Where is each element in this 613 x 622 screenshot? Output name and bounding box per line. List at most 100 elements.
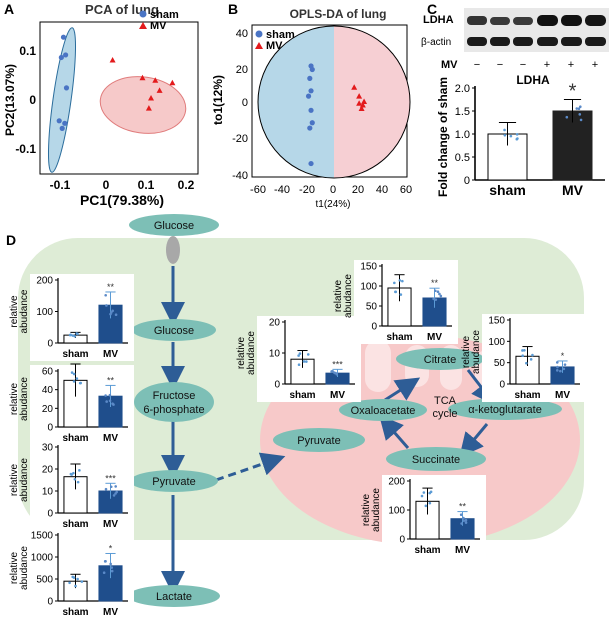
y-tick-label: 20 (269, 318, 281, 329)
data-point (72, 372, 76, 376)
panel-a: A PCA of lung 0.1 0 -0.1 -0.1 0 0.1 0.2 … (3, 1, 199, 208)
panel-b-points (305, 63, 368, 167)
y-tick-label: 1.5 (455, 106, 470, 118)
data-point (104, 487, 108, 491)
data-point (393, 281, 396, 285)
y-tick-label: 0 (464, 175, 470, 187)
y-axis-label: abudance (19, 377, 30, 421)
data-point (104, 559, 107, 563)
data-point (436, 290, 440, 293)
node-glucose-extracellular-label: Glucose (154, 220, 194, 232)
legend-mv-label: MV (150, 20, 167, 32)
sham-point (308, 107, 314, 113)
category-label: sham (386, 332, 412, 343)
y-tick-label: 150 (488, 316, 505, 327)
panel-c-title: LDHA (516, 73, 550, 87)
data-point (556, 365, 559, 369)
data-point (462, 516, 465, 520)
lane-sign: + (544, 59, 550, 71)
data-point (509, 134, 513, 138)
node-fructose-6-phosphate (134, 382, 214, 422)
data-point (515, 133, 519, 136)
panel-a-xtick: 0.2 (178, 178, 195, 192)
blot-label-ldha: LDHA (423, 14, 454, 26)
sham-point (62, 120, 68, 126)
data-point (72, 576, 76, 579)
category-label: MV (427, 332, 442, 343)
data-point (428, 501, 432, 505)
data-point (104, 394, 107, 397)
panel-a-points (56, 34, 176, 131)
panel-a-letter: A (4, 1, 14, 17)
MV-point (109, 57, 116, 63)
data-point (462, 519, 466, 522)
y-tick-label: 1000 (31, 553, 54, 564)
data-point (525, 361, 528, 365)
data-point (394, 290, 398, 294)
sham-point (309, 66, 315, 73)
data-point (70, 473, 73, 476)
MV-point (351, 84, 358, 90)
y-tick-label: 60 (42, 367, 54, 378)
y-tick-label: 30 (42, 443, 54, 454)
node-a-ketoglutarate-label: α-ketoglutarate (468, 404, 542, 416)
sham-point (59, 125, 65, 131)
significance-marker: ** (107, 375, 115, 385)
node-succinate-label: Succinate (412, 454, 460, 466)
tca-label-line2: cycle (432, 408, 457, 420)
MV-point (148, 95, 155, 101)
data-point (114, 485, 117, 488)
panel-b-ylabel: to1(12%) (211, 75, 225, 125)
data-point (111, 402, 114, 405)
category-label: sham (414, 545, 440, 556)
node-citrate-label: Citrate (424, 354, 456, 366)
node-citrate (396, 348, 484, 370)
data-point (459, 513, 463, 517)
node-pyruvate-cytosol (130, 470, 218, 492)
y-axis-label: abudance (471, 330, 482, 374)
legend-mv-label: MV (266, 40, 283, 52)
panel-a-frame (39, 21, 199, 175)
glucose-transporter (166, 236, 180, 264)
sham-point (307, 125, 313, 131)
y-tick-label: 500 (36, 575, 53, 586)
data-point (72, 471, 75, 475)
node-pyruvate-cytosol-label: Pyruvate (152, 476, 195, 488)
data-point (330, 370, 333, 373)
y-tick-label: 10 (269, 349, 281, 360)
category-label: sham (514, 390, 540, 401)
data-point (114, 313, 118, 317)
panel-b-ytick: -40 (232, 170, 248, 182)
panel-b-xtick: -40 (274, 184, 290, 196)
panel-c-letter: C (427, 1, 437, 17)
node-lactate-label: Lactate (156, 591, 192, 603)
data-point (108, 393, 112, 397)
category-label: sham (289, 390, 315, 401)
panel-a-xlabel: PC1(79.38%) (80, 192, 164, 208)
arrow-succinate-oxaloacetate (379, 414, 410, 449)
legend-sham-marker (139, 10, 147, 18)
data-point (579, 118, 583, 122)
arrow-pyruvate-mitochondria (215, 452, 286, 482)
category-label: MV (330, 390, 345, 401)
data-point (529, 358, 533, 361)
category-label: sham (489, 182, 526, 198)
data-point (298, 352, 302, 355)
data-point (71, 334, 75, 337)
panel-d-letter: D (6, 232, 16, 248)
data-point (105, 304, 108, 307)
node-glucose (132, 319, 216, 341)
significance-marker: * (109, 543, 113, 553)
panel-a-ytick: 0.1 (19, 44, 36, 58)
data-point (422, 491, 426, 494)
mv-confidence-ellipse (99, 76, 187, 134)
MV-point (356, 100, 363, 106)
panel-b-ytick: 0 (242, 97, 248, 109)
node-succinate (386, 447, 486, 471)
significance-marker: ** (459, 502, 467, 512)
